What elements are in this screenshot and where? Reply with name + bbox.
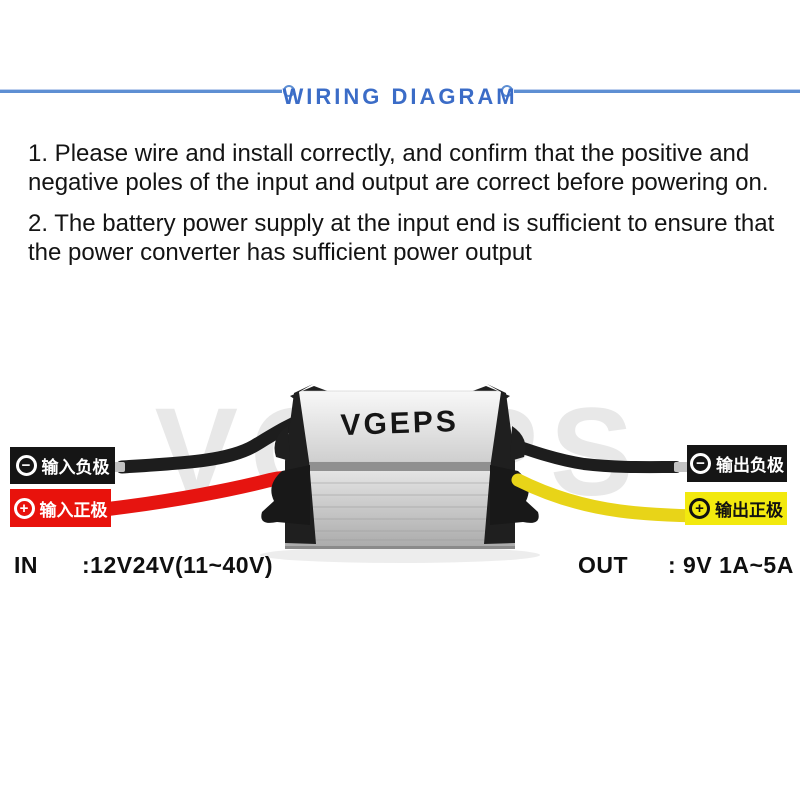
page-title: WIRING DIAGRAM (282, 84, 518, 109)
label-input-negative: − 输入负极 (10, 447, 115, 484)
spec-in-label: IN (14, 552, 38, 578)
minus-icon: − (690, 453, 711, 474)
minus-glyph: − (21, 457, 31, 474)
header-divider-left (0, 89, 282, 93)
product-illustration: VGEPS (0, 330, 800, 590)
spec-out-label: OUT (578, 552, 629, 578)
label-input-positive-text: 输入正极 (39, 500, 108, 520)
minus-icon: − (15, 455, 37, 476)
label-output-positive-text: 输出正极 (715, 501, 783, 520)
wire-clamp-left (261, 465, 310, 525)
output-positive-wire (511, 473, 701, 523)
label-output-negative-text: 输出负极 (716, 456, 784, 475)
minus-glyph: − (696, 455, 705, 472)
instruction-2: 2. The battery power supply at the input… (28, 210, 775, 266)
box-seam (286, 462, 514, 471)
mount-flange-left (274, 426, 290, 461)
plus-icon: + (689, 498, 710, 519)
plus-icon: + (13, 497, 35, 519)
box-bottom-edge (285, 546, 515, 549)
spec-in-value: :12V24V(11~40V) (82, 552, 273, 578)
label-output-positive: + 输出正极 (685, 492, 787, 525)
converter-scene-svg: VGEPS (98, 383, 701, 563)
plus-glyph: + (19, 499, 29, 517)
label-input-negative-text: 输入负极 (41, 458, 110, 477)
box-shadow (260, 547, 540, 563)
label-output-negative: − 输出负极 (687, 445, 787, 482)
box-fins (286, 482, 514, 541)
divider-dot-right (501, 85, 513, 97)
box-front-face (285, 471, 515, 546)
output-negative-wire (500, 436, 682, 474)
divider-dot-left (283, 85, 295, 97)
header-divider-right (514, 89, 800, 93)
spec-out-value: : 9V 1A~5A (668, 552, 794, 578)
mount-flange-right (510, 426, 526, 461)
label-input-positive: + 输入正极 (10, 489, 111, 527)
plus-glyph: + (695, 500, 704, 517)
wire-clamp-right (490, 465, 539, 525)
converter-box: VGEPS (261, 384, 539, 549)
brand-logo: VGEPS (340, 405, 459, 442)
instruction-1: 1. Please wire and install correctly, an… (28, 140, 769, 196)
